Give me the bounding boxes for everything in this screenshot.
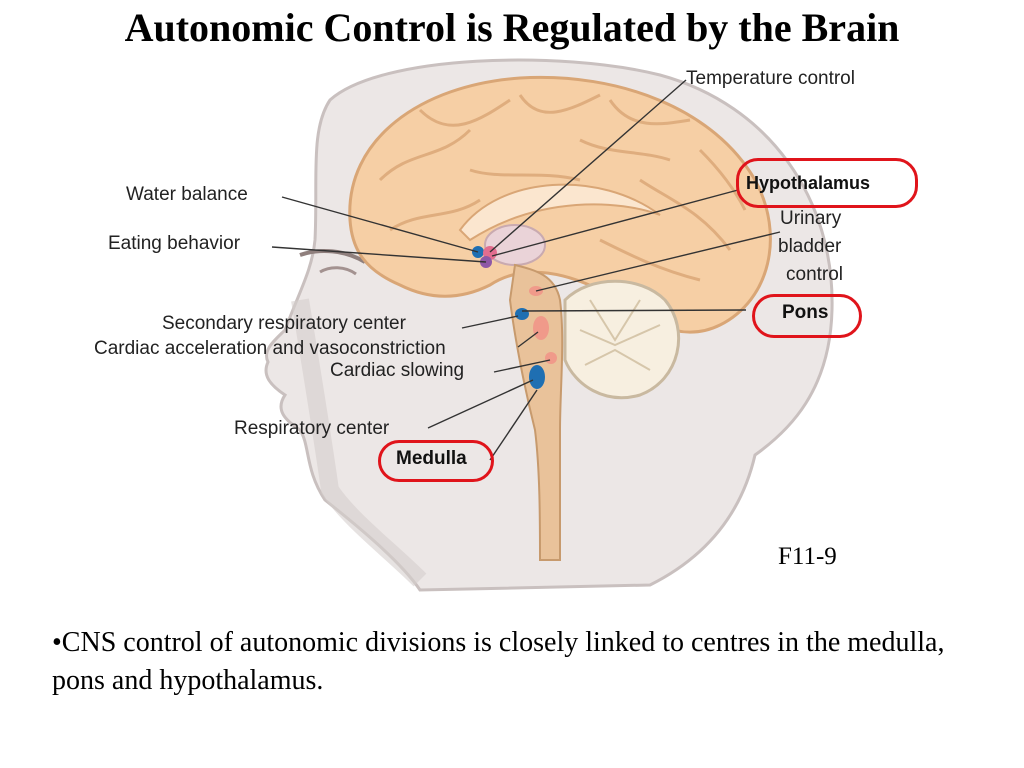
secondary-respiratory-center	[515, 308, 529, 320]
brainstem	[508, 263, 564, 561]
hypothalamus-circle	[736, 158, 918, 208]
brain-anatomy-illustration	[264, 58, 834, 592]
face-shading	[291, 298, 427, 587]
figure-id: F11-9	[778, 543, 837, 570]
label-medulla: Medulla	[396, 448, 467, 469]
cerebral-folds	[378, 93, 747, 282]
label-urinary-bladder-line3: control	[786, 264, 844, 285]
label-respiratory-center: Respiratory center	[234, 418, 390, 439]
medulla-circle	[378, 440, 494, 482]
corpus-callosum	[458, 183, 661, 242]
label-cardiac-acceleration: Cardiac acceleration and vasoconstrictio…	[94, 338, 446, 359]
label-urinary-bladder-line1: Urinary	[780, 208, 842, 229]
eye	[319, 266, 357, 276]
label-cardiac-slowing: Cardiac slowing	[330, 360, 465, 381]
label-pons: Pons	[782, 302, 829, 323]
cerebellum-folds	[579, 299, 661, 371]
bullet-text: •CNS control of autonomic divisions is c…	[52, 627, 945, 696]
thalamus	[484, 224, 546, 266]
label-temperature-control: Temperature control	[686, 68, 855, 89]
page-title: Autonomic Control is Regulated by the Br…	[124, 5, 900, 50]
label-secondary-respiratory-center: Secondary respiratory center	[162, 313, 406, 334]
label-hypothalamus: Hypothalamus	[746, 173, 871, 193]
label-eating-behavior: Eating behavior	[108, 233, 241, 254]
cardiac-acceleration-center	[533, 316, 549, 340]
cerebellum	[563, 279, 681, 400]
leader-lines	[271, 79, 781, 461]
label-urinary-bladder-line2: bladder	[778, 236, 842, 257]
respiratory-center	[529, 365, 545, 389]
pons-circle	[752, 294, 862, 338]
label-water-balance: Water balance	[126, 184, 248, 205]
cardiac-slowing-center	[545, 352, 557, 364]
